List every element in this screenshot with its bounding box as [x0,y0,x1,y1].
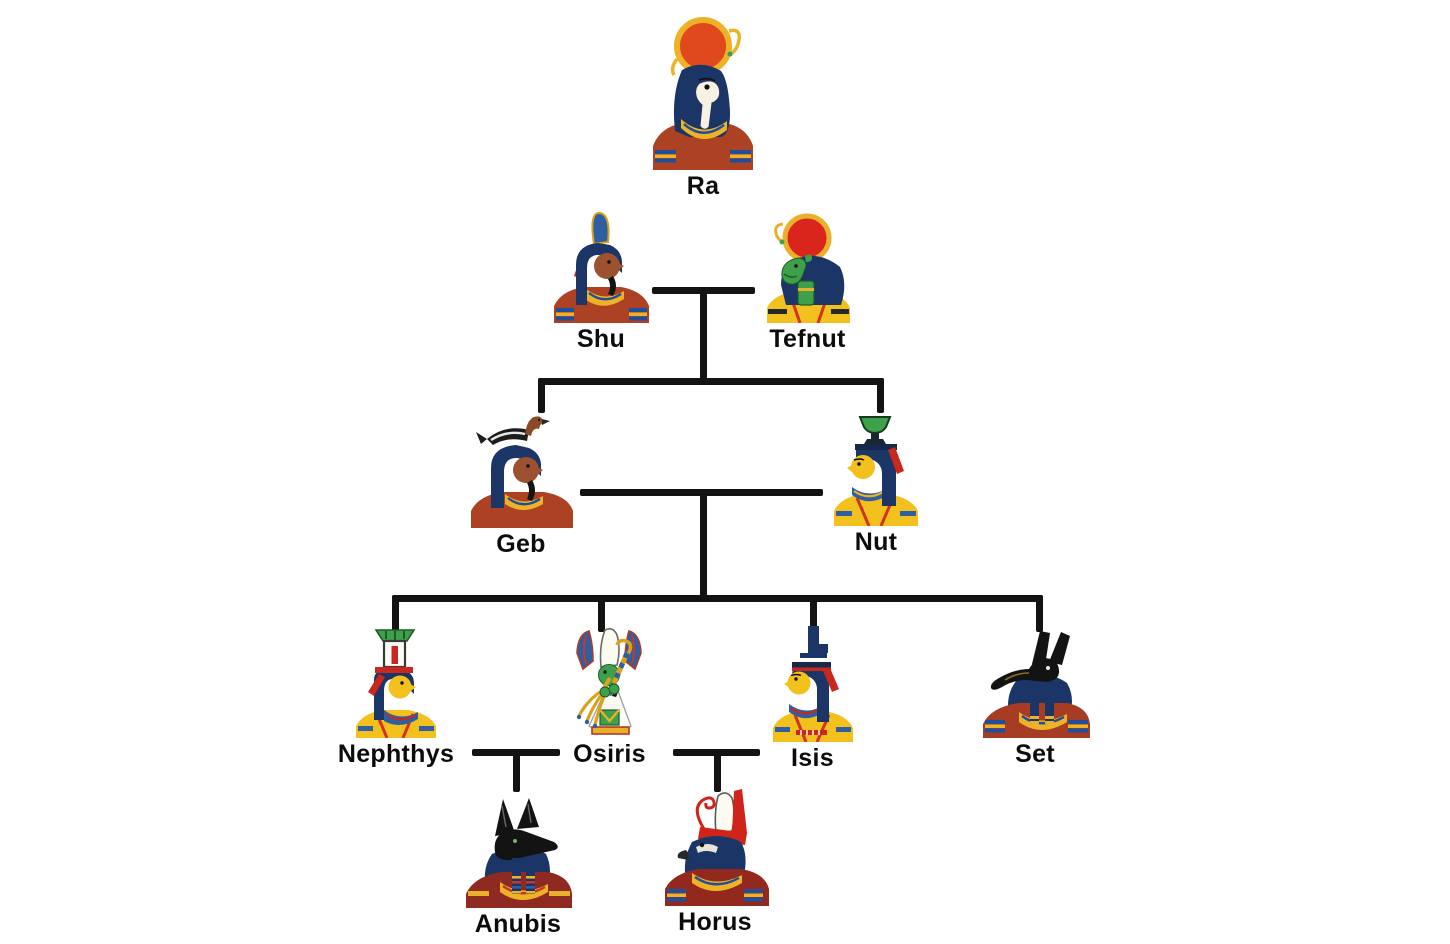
descent-line-horus [714,749,721,792]
throne-headdress-deity-icon [765,624,860,743]
siblings-line-geb-nut [538,378,884,385]
node-label-isis: Isis [791,744,834,772]
node-label-horus: Horus [678,908,752,936]
water-pot-headdress-deity-icon [826,414,926,527]
goose-headdress-deity-icon [461,412,581,528]
node-geb: Geb [461,412,581,559]
node-ra: Ra [643,15,763,201]
node-osiris: Osiris [552,626,667,769]
node-isis: Isis [765,624,860,773]
jackal-head-deity-icon [458,796,578,908]
node-label-anubis: Anubis [474,910,562,938]
atef-crown-crook-flail-deity-icon [552,626,667,738]
descent-line-shu-tefnut [700,287,707,385]
drop-line-set [1036,595,1043,632]
node-label-nephthys: Nephthys [337,740,455,768]
node-tefnut: Tefnut [755,211,860,354]
node-shu: Shu [546,211,656,354]
node-label-osiris: Osiris [573,740,646,768]
feather-headdress-deity-icon [546,211,656,323]
descent-line-geb-nut [700,489,707,600]
set-animal-head-deity-icon [975,628,1095,738]
falcon-head-sun-disk-deity-icon [643,15,763,170]
siblings-line-children [392,595,1043,602]
node-horus: Horus [655,788,775,937]
house-basket-headdress-deity-icon [346,628,446,739]
drop-line-nephthys [392,595,399,632]
node-label-ra: Ra [686,172,720,200]
node-nut: Nut [826,414,926,557]
node-label-set: Set [1015,740,1055,768]
node-set: Set [975,628,1095,769]
node-nephthys: Nephthys [338,628,454,769]
drop-line-nut [877,378,884,413]
node-label-geb: Geb [496,530,546,558]
node-label-nut: Nut [854,528,898,556]
drop-line-isis [810,595,817,632]
drop-line-osiris [598,595,605,632]
node-anubis: Anubis [458,796,578,939]
node-label-shu: Shu [576,325,626,353]
node-label-tefnut: Tefnut [769,325,846,353]
falcon-head-double-crown-deity-icon [655,788,775,906]
descent-line-anubis [513,749,520,792]
lioness-head-sun-disk-deity-icon [755,211,860,324]
drop-line-geb [538,378,545,413]
